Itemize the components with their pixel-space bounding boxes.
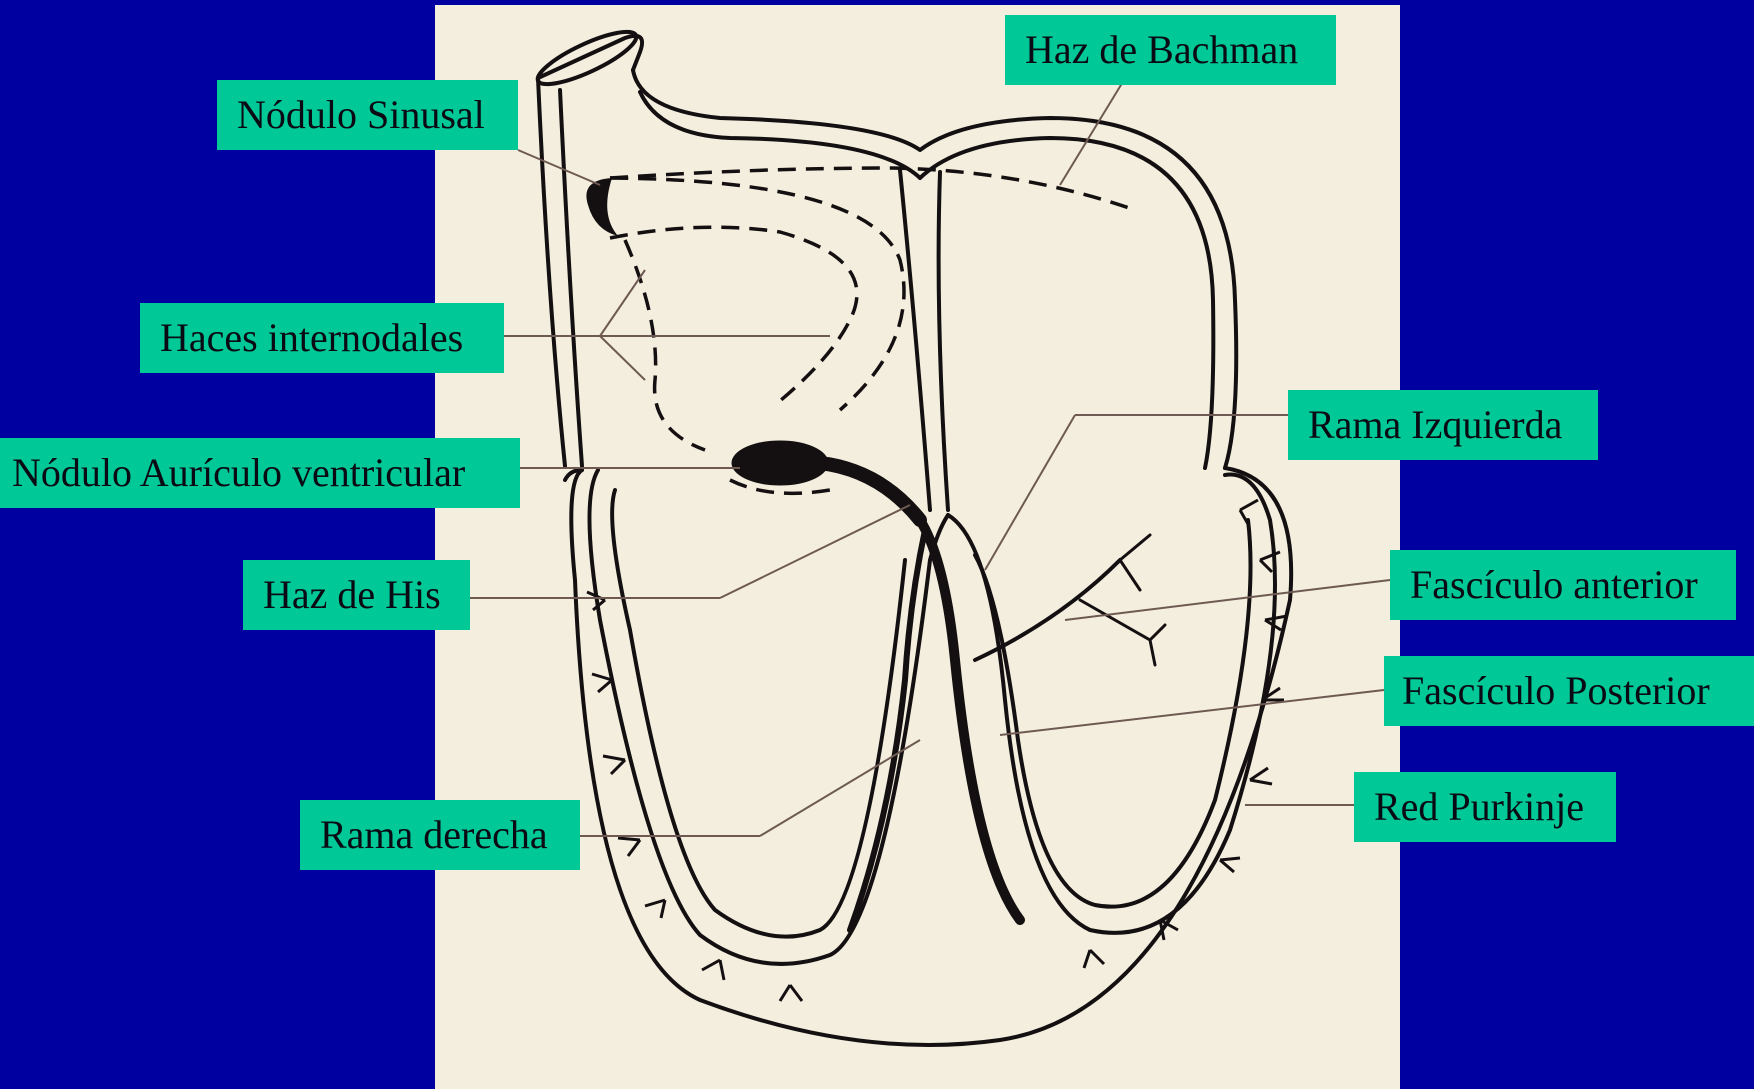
label-left-branch: Rama Izquierda	[1288, 390, 1598, 460]
label-right-branch: Rama derecha	[300, 800, 580, 870]
label-bachman-bundle: Haz de Bachman	[1005, 15, 1336, 85]
label-av-node: Nódulo Aurículo ventricular	[0, 438, 520, 508]
label-purkinje-network: Red Purkinje	[1354, 772, 1616, 842]
label-sinus-node: Nódulo Sinusal	[217, 80, 518, 150]
label-internodal-bundles: Haces internodales	[140, 303, 504, 373]
diagram-panel	[435, 5, 1400, 1089]
label-his-bundle: Haz de His	[243, 560, 470, 630]
label-posterior-fascicle: Fascículo Posterior	[1384, 656, 1754, 726]
label-anterior-fascicle: Fascículo anterior	[1390, 550, 1736, 620]
